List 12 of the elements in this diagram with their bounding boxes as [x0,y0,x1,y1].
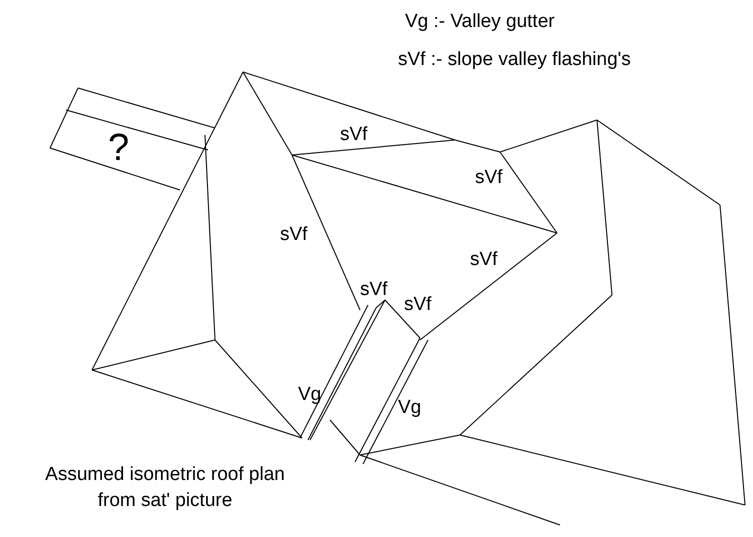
part-label: sVf [475,168,502,189]
part-label: sVf [404,295,432,316]
caption: Assumed isometric roof plan from sat' picture [44,463,286,513]
part-label: sVf [470,250,498,271]
part-label: sVf [360,280,388,301]
part-label: Vg [298,385,322,406]
question-mark: ? [108,128,130,170]
part-label: Vg [398,398,422,419]
legend-text: sVf :- slope valley flashing's [398,50,631,71]
part-label: sVf [340,125,368,146]
part-label: sVf [280,225,308,246]
legend-text: Vg :- Valley gutter [405,12,555,33]
